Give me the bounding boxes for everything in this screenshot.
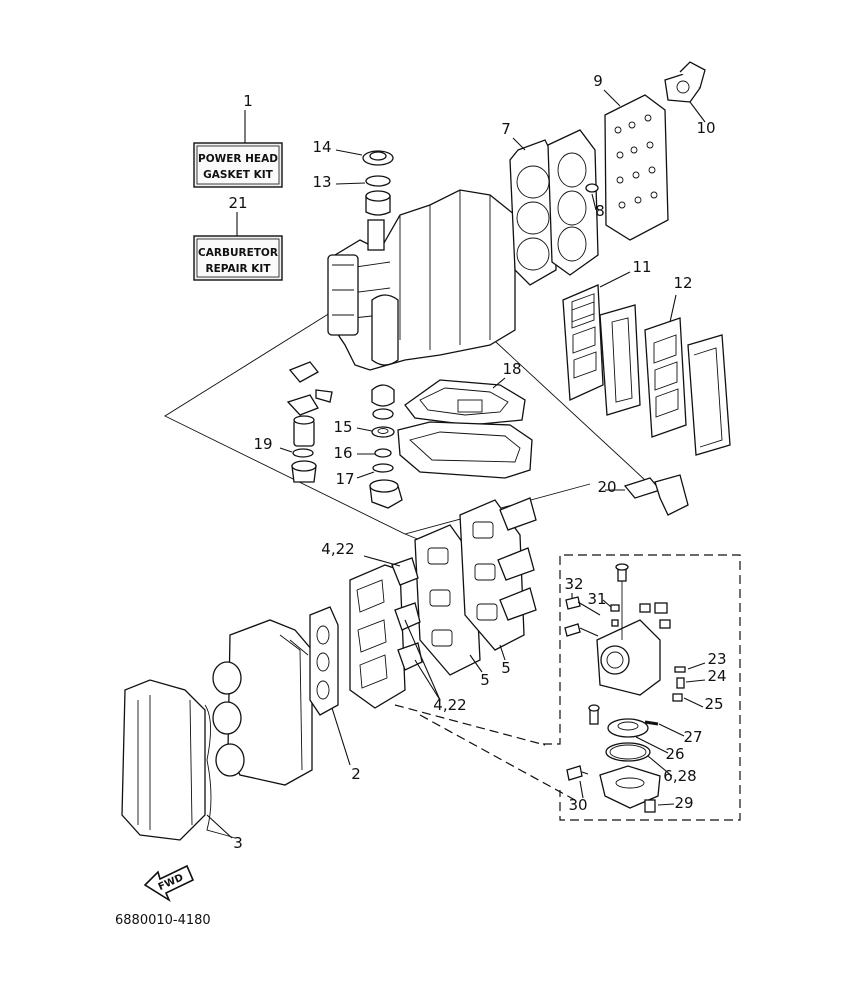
- oil-seal-16: [357, 448, 392, 458]
- float-pin-27: [644, 720, 685, 737]
- needle-valve-23-25: [672, 662, 706, 708]
- callout-c2: 2: [351, 765, 361, 783]
- exhaust-gasket-12: [644, 294, 687, 438]
- seal-housing: [365, 190, 391, 216]
- callout-c11: 11: [632, 258, 651, 276]
- oring-17: [356, 463, 394, 479]
- callout-c19: 19: [253, 435, 272, 453]
- power-head-kit-line1: POWER HEAD: [198, 153, 278, 165]
- callout-labels: 12114137910811121815161719204,2232312324…: [228, 72, 726, 852]
- callout-c14: 14: [312, 138, 331, 156]
- bearing-14: [335, 149, 394, 166]
- oil-seal-15: [356, 426, 395, 438]
- gasket-20: [605, 474, 689, 516]
- fwd-arrow-icon: FWD: [143, 864, 195, 903]
- power-head-gasket-kit-box: POWER HEAD GASKET KIT: [193, 110, 283, 188]
- water-tube: [293, 415, 315, 447]
- oring-13: [335, 175, 391, 187]
- callout-c5a: 5: [501, 659, 511, 677]
- upper-casing-gasket-18: [397, 377, 533, 479]
- carburetor-body: [596, 563, 671, 696]
- intake-manifold: [212, 619, 313, 786]
- seal-ring-upper: [371, 384, 395, 420]
- callout-c20: 20: [597, 478, 616, 496]
- carburetor-frame: [394, 554, 741, 821]
- callout-c27: 27: [683, 728, 702, 746]
- callout-c4b: 4,22: [433, 696, 466, 714]
- callout-c24: 24: [707, 667, 726, 685]
- callout-c7: 7: [501, 120, 511, 138]
- carburetor-kit-line2: REPAIR KIT: [206, 263, 272, 275]
- thermostat-cover-10: [664, 61, 706, 123]
- float-chamber: [599, 765, 661, 809]
- callout-c1: 1: [243, 92, 253, 110]
- head-bolt-8: [585, 183, 599, 211]
- cylinder-head-gasket-7: [509, 137, 557, 286]
- callout-c23: 23: [707, 650, 726, 668]
- pilot-screw: [564, 623, 599, 637]
- callout-c32: 32: [564, 575, 583, 593]
- callout-c6: 6,28: [663, 767, 696, 785]
- drain-screw-29: [644, 799, 675, 813]
- reed-valve-5b: [459, 497, 537, 661]
- power-head-block: [327, 189, 516, 371]
- callout-c17: 17: [335, 470, 354, 488]
- callout-c25: 25: [704, 695, 723, 713]
- power-head-kit-line2: GASKET KIT: [203, 169, 273, 181]
- callout-c15: 15: [333, 418, 352, 436]
- manifold-gasket-2: [309, 606, 351, 766]
- callout-c18: 18: [502, 360, 521, 378]
- callout-c9: 9: [593, 72, 603, 90]
- callout-c29: 29: [674, 794, 693, 812]
- small-bracket: [286, 361, 333, 416]
- diagram-code: 6880010-4180: [115, 913, 211, 928]
- callout-c30: 30: [568, 796, 587, 814]
- intake-gasket-4-22: [349, 555, 441, 709]
- float-chamber-gasket-6-28: [605, 742, 673, 777]
- grommet: [291, 460, 317, 483]
- silencer-cover-3: [121, 679, 236, 841]
- callout-c8: 8: [595, 202, 605, 220]
- screw-30: [566, 765, 589, 799]
- callout-c31: 31: [587, 590, 606, 608]
- carb-drain-screw: [588, 704, 600, 725]
- exhaust-cover-plate: [599, 304, 641, 416]
- callout-c13: 13: [312, 173, 331, 191]
- seal-housing-lower: [369, 479, 403, 509]
- exhaust-outer-cover: [687, 334, 731, 456]
- exhaust-gasket-11: [562, 271, 631, 401]
- callout-c26: 26: [665, 745, 684, 763]
- carburetor-repair-kit-box: CARBURETOR REPAIR KIT: [193, 212, 283, 281]
- callout-c4a: 4,22: [321, 540, 354, 558]
- callout-c12: 12: [673, 274, 692, 292]
- jet-31: [602, 599, 620, 627]
- carburetor-kit-line1: CARBURETOR: [198, 247, 278, 259]
- float-26: [607, 718, 669, 754]
- callout-c3: 3: [233, 834, 243, 852]
- callout-c10: 10: [696, 119, 715, 137]
- callout-c21: 21: [228, 194, 247, 212]
- callout-c16: 16: [333, 444, 352, 462]
- screw-32: [565, 593, 601, 616]
- oring-19: [279, 447, 314, 458]
- head-cover-gasket-9: [603, 89, 669, 241]
- cylinder-head: [547, 129, 599, 276]
- callout-c5b: 5: [480, 671, 490, 689]
